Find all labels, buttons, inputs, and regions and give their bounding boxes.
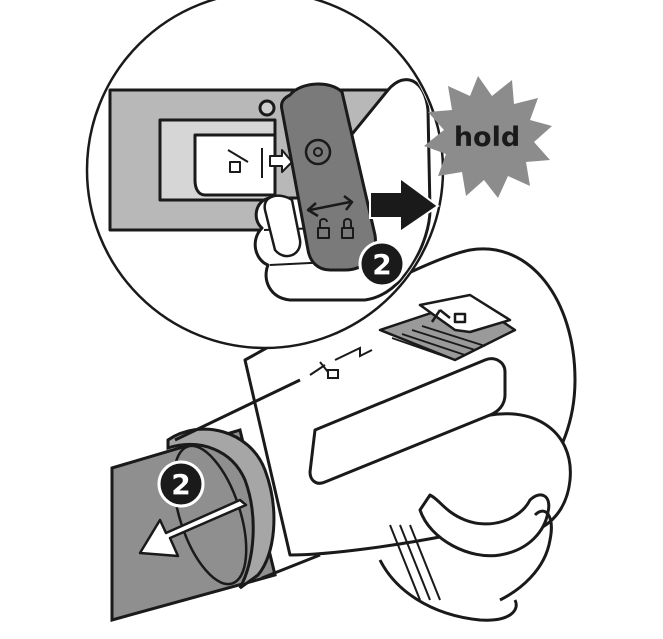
- step-number: 2: [171, 468, 190, 501]
- step-badge: 2: [360, 242, 404, 286]
- lock-icon: [455, 314, 465, 322]
- step-number: 2: [372, 248, 391, 281]
- step-badge: 2: [159, 462, 203, 506]
- hold-label: hold: [454, 122, 520, 153]
- zoom-inset: 2: [87, 0, 443, 348]
